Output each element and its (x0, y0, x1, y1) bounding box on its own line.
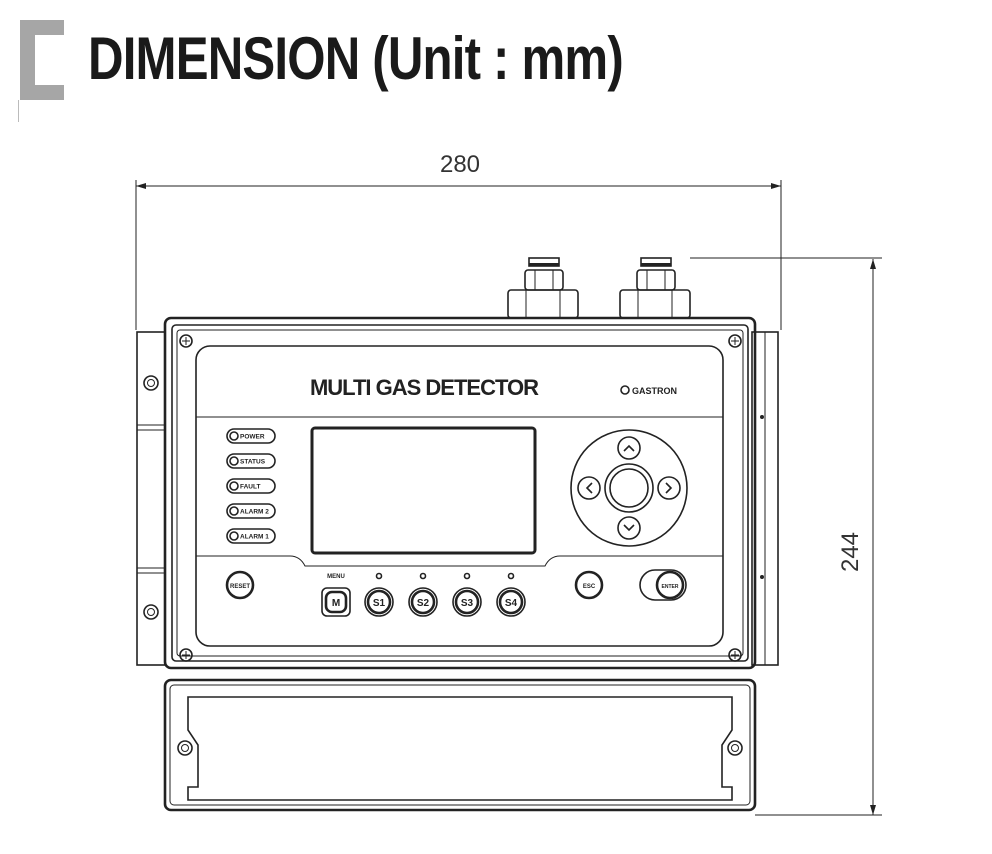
main-housing (163, 316, 757, 670)
led-label: STATUS (240, 459, 266, 466)
width-dimension: 280 (135, 151, 782, 330)
reset-button[interactable]: RESET (225, 570, 255, 600)
mounting-bracket-right (751, 331, 779, 666)
led-light (229, 531, 239, 541)
channel-indicator-led (507, 572, 515, 580)
channel-indicator-led (419, 572, 427, 580)
led-light (229, 506, 239, 516)
terminal-box (163, 678, 757, 812)
screw-icon (179, 648, 193, 662)
led-alarm-1: ALARM 1 (226, 528, 276, 544)
led-light (229, 481, 239, 491)
menu-caption: MENU (327, 574, 345, 580)
led-fault: FAULT (226, 478, 276, 494)
arrow-up-button[interactable] (617, 436, 641, 460)
navigation-pad[interactable] (570, 429, 688, 547)
led-power: POWER (226, 428, 276, 444)
device-name: MULTI GAS DETECTOR (310, 375, 539, 400)
screw-icon (179, 334, 193, 348)
arrow-left-button[interactable] (577, 476, 601, 500)
lcd-screen (310, 426, 537, 555)
s3-button[interactable]: S3 (452, 587, 482, 617)
page-title: DIMENSION (Unit : mm) (88, 25, 624, 92)
svg-text:ENTER: ENTER (662, 584, 679, 590)
width-value: 280 (440, 151, 480, 178)
cable-gland-left (507, 257, 579, 319)
channel-indicator-led (463, 572, 471, 580)
channel-indicator-led (375, 572, 383, 580)
svg-text:ESC: ESC (583, 584, 596, 590)
front-panel: MULTI GAS DETECTOR GASTRON (195, 345, 724, 647)
led-status: STATUS (226, 453, 276, 469)
s2-label: S2 (417, 598, 430, 609)
led-light (229, 456, 239, 466)
svg-text:RESET: RESET (230, 584, 250, 590)
status-leds: POWER STATUS FAULT ALARM 2 ALARM 1 (226, 428, 276, 544)
led-label: ALARM 1 (240, 534, 269, 541)
s3-label: S3 (461, 598, 474, 609)
svg-text:GASTRON: GASTRON (632, 386, 677, 396)
led-label: POWER (240, 434, 265, 441)
led-alarm-2: ALARM 2 (226, 503, 276, 519)
svg-text:M: M (332, 598, 340, 609)
led-label: ALARM 2 (240, 509, 269, 516)
enter-button[interactable]: ENTER (639, 569, 687, 601)
title-bracket-mark (20, 20, 64, 100)
s2-button[interactable]: S2 (408, 587, 438, 617)
brand-logo: GASTRON (620, 385, 677, 396)
led-label: FAULT (240, 484, 260, 491)
title-divider (18, 100, 19, 122)
center-button[interactable] (609, 468, 649, 508)
cable-gland-right (619, 257, 691, 319)
s4-label: S4 (505, 598, 518, 609)
led-light (229, 431, 239, 441)
s1-label: S1 (373, 598, 386, 609)
arrow-down-button[interactable] (617, 516, 641, 540)
height-value: 244 (837, 532, 864, 572)
esc-button[interactable]: ESC (574, 570, 604, 600)
menu-button[interactable]: M (321, 587, 351, 617)
arrow-right-button[interactable] (657, 476, 681, 500)
screw-icon (728, 648, 742, 662)
screw-icon (728, 334, 742, 348)
s1-button[interactable]: S1 (364, 587, 394, 617)
s4-button[interactable]: S4 (496, 587, 526, 617)
mounting-bracket-left (136, 331, 166, 666)
channel-buttons: S1 S2 S3 S4 (364, 572, 526, 617)
height-dimension: 244 (690, 257, 882, 816)
